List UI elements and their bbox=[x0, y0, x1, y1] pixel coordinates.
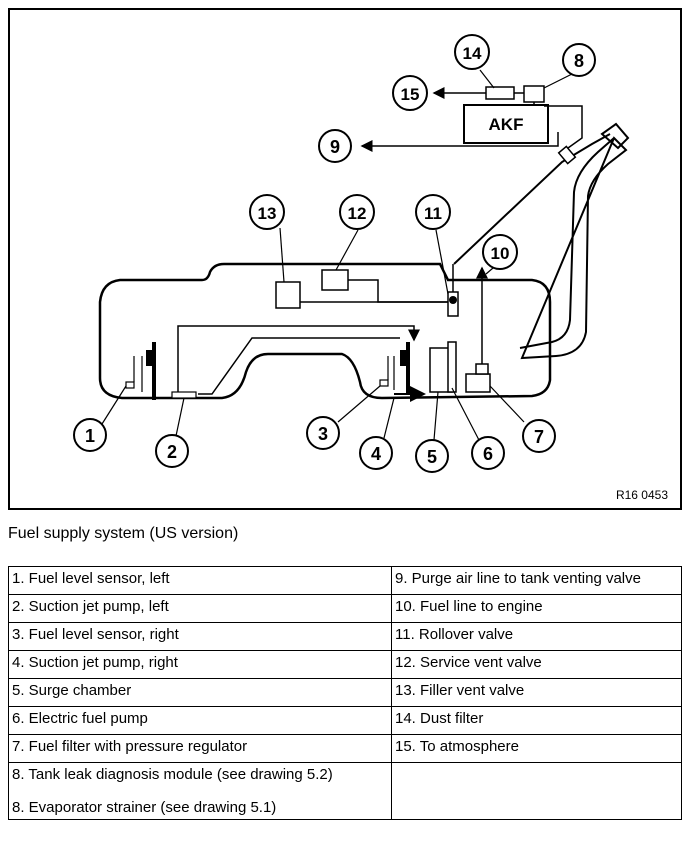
table-row: 6. Electric fuel pump 14. Dust filter bbox=[8, 706, 682, 735]
legend-cell: 4. Suction jet pump, right bbox=[8, 650, 392, 679]
callout-7: 7 bbox=[522, 419, 556, 453]
filler-neck bbox=[453, 133, 611, 265]
callout-2: 2 bbox=[155, 434, 189, 468]
callout-1: 1 bbox=[73, 418, 107, 452]
callout-4: 4 bbox=[359, 436, 393, 470]
callout-3-label: 3 bbox=[318, 424, 328, 444]
callout-4-label: 4 bbox=[371, 444, 381, 464]
callout-5-label: 5 bbox=[427, 447, 437, 467]
callout-7-label: 7 bbox=[534, 427, 544, 447]
dust-filter bbox=[485, 86, 515, 100]
callout-15: 15 bbox=[392, 75, 428, 111]
callout-12-label: 12 bbox=[348, 204, 367, 223]
legend-cell: 9. Purge air line to tank venting valve bbox=[391, 566, 682, 595]
callout-15-label: 15 bbox=[401, 85, 420, 104]
callout-12: 12 bbox=[339, 194, 375, 230]
legend-cell: 14. Dust filter bbox=[391, 706, 682, 735]
legend-cell-empty bbox=[391, 762, 682, 820]
callout-6: 6 bbox=[471, 436, 505, 470]
callout-2-label: 2 bbox=[167, 442, 177, 462]
callout-13-label: 13 bbox=[258, 204, 277, 223]
legend-line: 8. Tank leak diagnosis module (see drawi… bbox=[12, 766, 333, 783]
service-vent-valve bbox=[321, 269, 349, 291]
callout-6-label: 6 bbox=[483, 444, 493, 464]
legend-cell: 13. Filler vent valve bbox=[391, 678, 682, 707]
legend-cell: 6. Electric fuel pump bbox=[8, 706, 392, 735]
right-level-sensor bbox=[379, 379, 389, 387]
table-row: 3. Fuel level sensor, right 11. Rollover… bbox=[8, 622, 682, 651]
table-row: 1. Fuel level sensor, left 9. Purge air … bbox=[8, 566, 682, 595]
left-jet-pump bbox=[171, 391, 197, 399]
reference-code: R16 0453 bbox=[615, 488, 668, 502]
callout-8: 8 bbox=[562, 43, 596, 77]
filler-tube bbox=[519, 136, 628, 360]
akf-module bbox=[463, 104, 549, 144]
legend-cell: 11. Rollover valve bbox=[391, 622, 682, 651]
callout-11-label: 11 bbox=[424, 204, 442, 223]
table-row: 2. Suction jet pump, left 10. Fuel line … bbox=[8, 594, 682, 623]
legend-cell: 15. To atmosphere bbox=[391, 734, 682, 763]
legend-cell: 2. Suction jet pump, left bbox=[8, 594, 392, 623]
electric-fuel-pump bbox=[447, 341, 457, 393]
callout-9: 9 bbox=[318, 129, 352, 163]
callout-14: 14 bbox=[454, 34, 490, 70]
legend-cell-multi: 8. Tank leak diagnosis module (see drawi… bbox=[8, 762, 392, 820]
legend-cell: 5. Surge chamber bbox=[8, 678, 392, 707]
callout-3: 3 bbox=[306, 416, 340, 450]
callout-9-label: 9 bbox=[330, 137, 340, 157]
callout-13: 13 bbox=[249, 194, 285, 230]
left-level-sensor bbox=[125, 381, 135, 389]
table-row: 7. Fuel filter with pressure regulator 1… bbox=[8, 734, 682, 763]
fuel-filter bbox=[465, 373, 491, 393]
table-row: 8. Tank leak diagnosis module (see drawi… bbox=[8, 762, 682, 820]
legend-cell: 10. Fuel line to engine bbox=[391, 594, 682, 623]
figure-caption: Fuel supply system (US version) bbox=[8, 525, 239, 542]
callout-10-label: 10 bbox=[491, 244, 510, 263]
legend-cell: 1. Fuel level sensor, left bbox=[8, 566, 392, 595]
legend-line: 8. Evaporator strainer (see drawing 5.1) bbox=[12, 799, 277, 816]
table-row: 5. Surge chamber 13. Filler vent valve bbox=[8, 678, 682, 707]
callout-11: 11 bbox=[415, 194, 451, 230]
callout-1-label: 1 bbox=[85, 426, 95, 446]
diagram-frame: AKF bbox=[8, 8, 682, 510]
legend-cell: 7. Fuel filter with pressure regulator bbox=[8, 734, 392, 763]
evaporator-strainer bbox=[523, 85, 545, 103]
legend-table: 1. Fuel level sensor, left 9. Purge air … bbox=[8, 566, 682, 820]
legend-cell: 12. Service vent valve bbox=[391, 650, 682, 679]
callout-10: 10 bbox=[482, 234, 518, 270]
callout-14-label: 14 bbox=[463, 44, 482, 63]
filler-vent-valve bbox=[275, 281, 301, 309]
fuel-system-diagram: AKF bbox=[73, 34, 630, 473]
legend-cell: 3. Fuel level sensor, right bbox=[8, 622, 392, 651]
fuel-tank-outline bbox=[98, 262, 552, 400]
filler-cap bbox=[600, 122, 630, 150]
callout-5: 5 bbox=[415, 439, 449, 473]
callout-8-label: 8 bbox=[574, 51, 584, 71]
akf-label: AKF bbox=[489, 115, 524, 134]
table-row: 4. Suction jet pump, right 12. Service v… bbox=[8, 650, 682, 679]
